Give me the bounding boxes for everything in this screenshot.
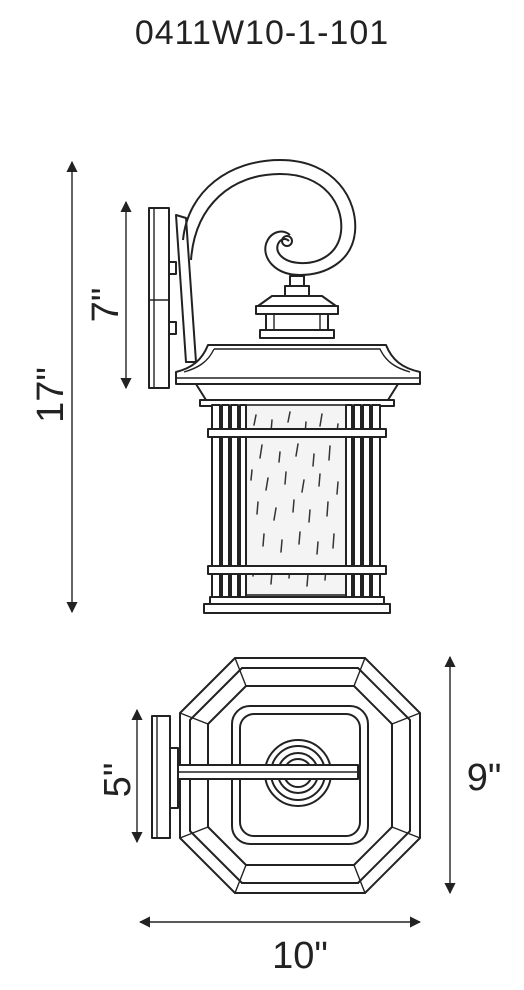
height-dimension: 17": [30, 160, 78, 614]
arm-top: [177, 764, 359, 780]
wall-plate-top: [151, 715, 179, 839]
extension-dimension: 5": [97, 708, 143, 844]
depth-dim-label: 9": [467, 757, 502, 799]
wall-backplate: [148, 207, 177, 389]
lantern-base: [203, 603, 391, 614]
mount-height-dimension: 7": [85, 200, 132, 390]
top-cap: [255, 275, 339, 339]
seeded-glass: [250, 411, 339, 587]
roof: [175, 344, 421, 407]
mount-height-dim-label: 7": [85, 288, 127, 323]
model-number: 0411W10-1-101: [134, 14, 390, 52]
height-dim-label: 17": [30, 367, 72, 423]
top-view: 5" 9" 10": [97, 655, 502, 977]
extension-dim-label: 5": [97, 763, 139, 798]
lantern-body: [203, 404, 391, 614]
depth-dimension: 9": [444, 655, 502, 895]
width-dim-label: 10": [272, 935, 328, 977]
side-view: 17" 7": [30, 159, 421, 614]
upper-band: [207, 428, 387, 438]
lower-band: [207, 565, 387, 575]
width-dimension: 10": [138, 916, 422, 977]
